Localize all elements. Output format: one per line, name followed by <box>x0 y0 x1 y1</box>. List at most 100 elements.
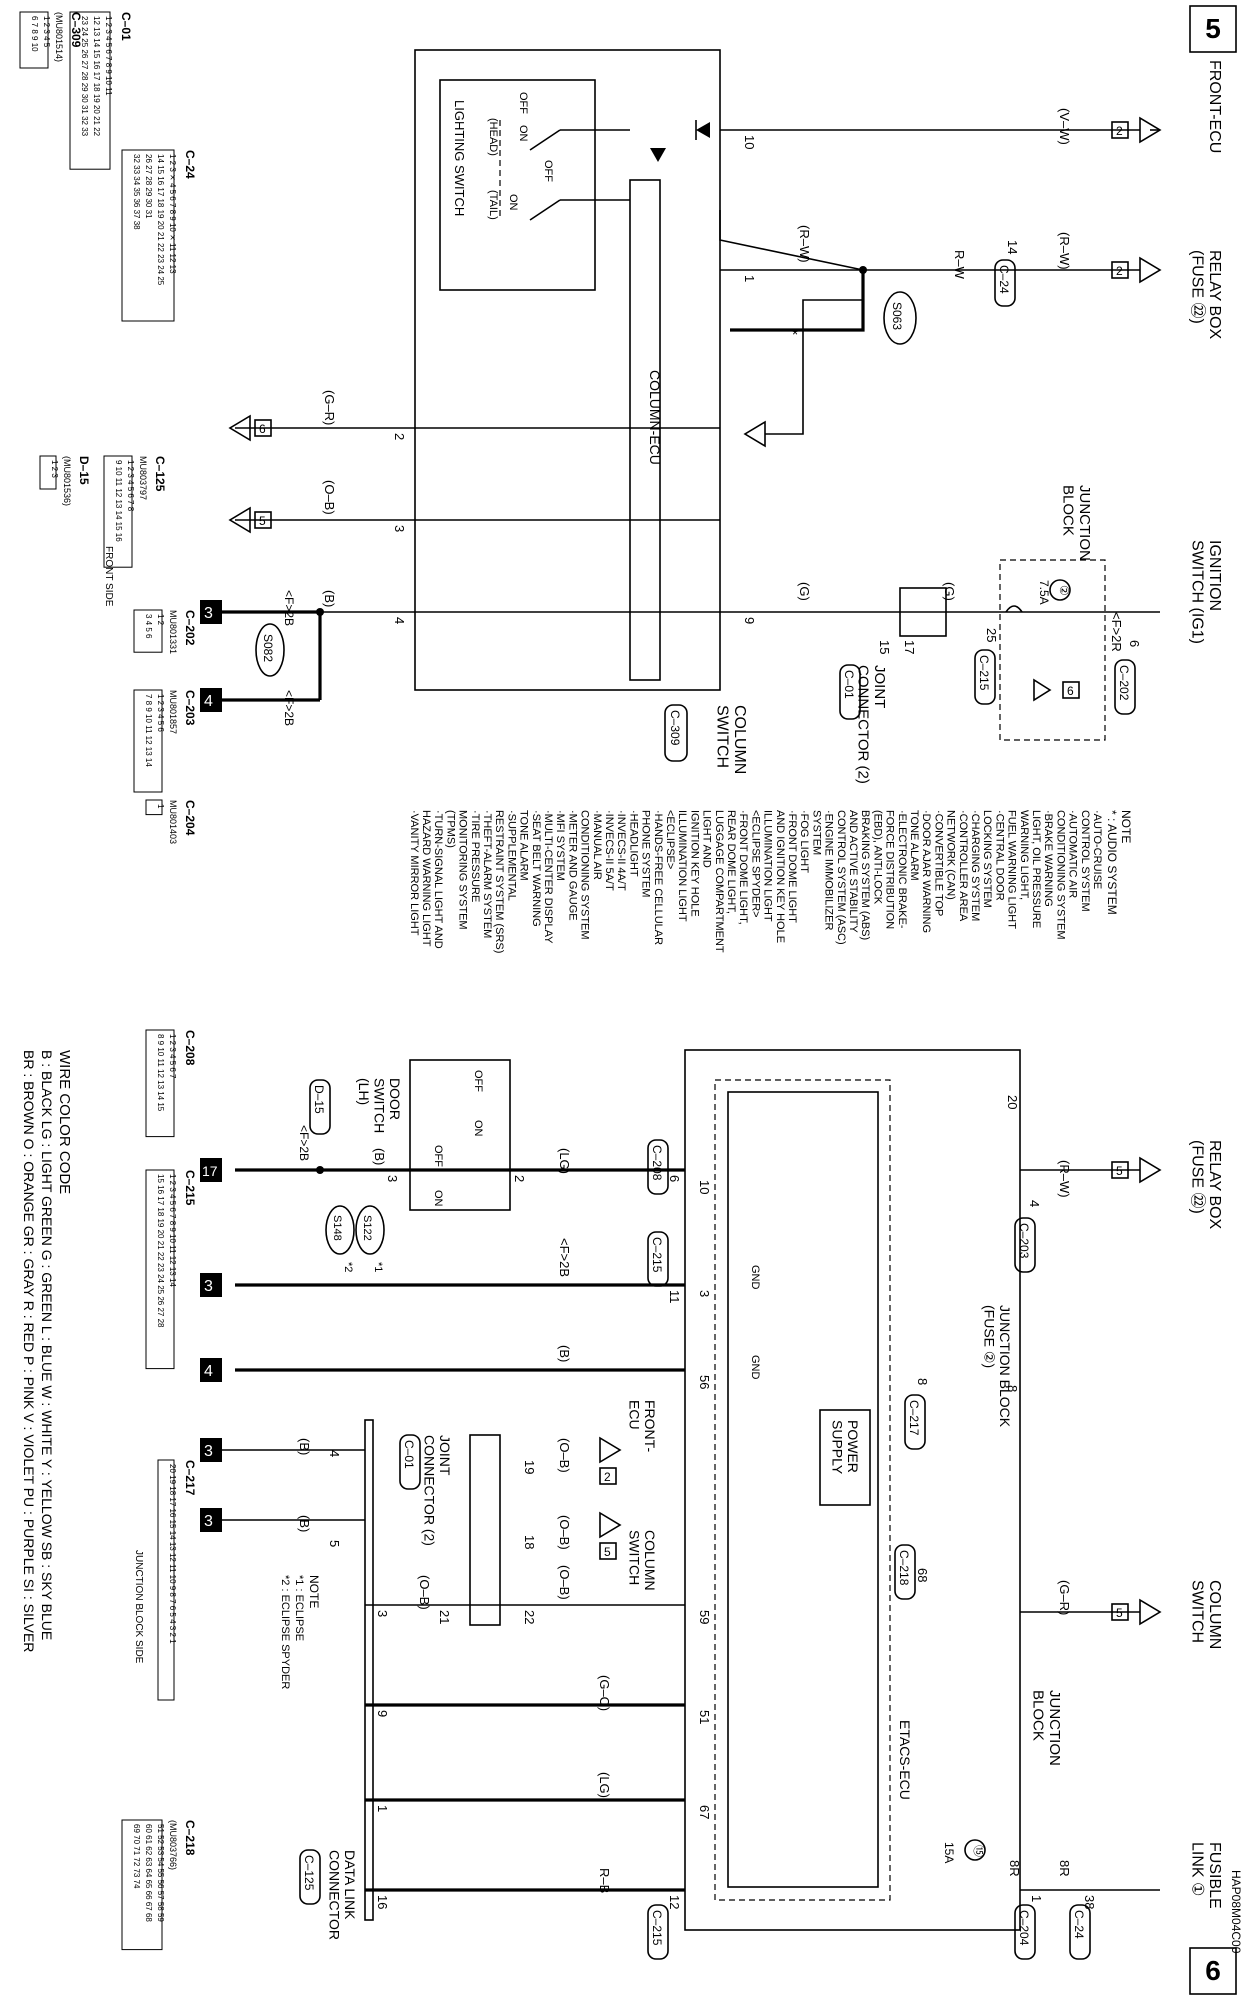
column-switch-bottom-label: COLUMNSWITCH <box>627 1530 658 1591</box>
connector-view: C–241 2 3 ⨯ 4 5 6 7 8 9 10 ⨯ 11 12 1314 … <box>121 149 197 322</box>
note-top-item: AND IGNITION KEY HOLE <box>774 810 786 943</box>
wire-label-8r-top: 8R <box>1057 1860 1072 1877</box>
tag-f2b-1: <F>2B <box>282 590 296 626</box>
col-pin-1: 1 <box>742 275 757 282</box>
pin-4-dlc: 4 <box>327 1450 342 1457</box>
ground-3-c: 3 <box>204 1513 213 1530</box>
lighting-switch-title: LIGHTING SWITCH <box>452 100 467 216</box>
ground-3-top <box>200 600 222 624</box>
pin-56: 56 <box>697 1375 712 1389</box>
note-bottom-title: NOTE <box>307 1575 321 1608</box>
pin-16-dlc: 16 <box>375 1895 390 1909</box>
connector-view-row: 8 9 10 11 12 13 14 15 <box>156 1034 165 1112</box>
note-top-items: ·AUTO-CRUISE CONTROL SYSTEM·AUTOMATIC AI… <box>408 810 1103 953</box>
wire-label-b1: (B) <box>557 1345 572 1362</box>
c217-label: C–217 <box>907 1400 921 1436</box>
wire-label-rw3: (R–W) <box>797 225 812 263</box>
connector-view-part: (MU803766) <box>168 1820 178 1870</box>
connector-view-id: C–218 <box>183 1820 197 1856</box>
door-switch-label: DOORSWITCH(LH) <box>356 1078 403 1133</box>
column-switch-label-bottom: COLUMNSWITCH <box>1188 1580 1223 1649</box>
tag-6a: 6 <box>259 422 266 436</box>
pin-11: 11 <box>667 1290 682 1304</box>
pin-10: 10 <box>697 1180 712 1194</box>
connector-view-id: C–208 <box>183 1030 197 1066</box>
wire-label-8r: 8R <box>1007 1860 1022 1877</box>
connector-view-id: C–215 <box>183 1170 197 1206</box>
c218-pin: 68 <box>915 1568 930 1582</box>
connector-view-row: 60 61 62 63 64 65 66 67 68 <box>144 1824 153 1922</box>
note-top-item: CONTROL SYSTEM (ASC) <box>835 810 847 945</box>
connector-view-row: 3 4 5 6 <box>144 614 153 639</box>
note-top-item: ·MULTI-CENTER DISPLAY <box>542 810 554 944</box>
fusible-link-label: FUSIBLELINK ① <box>1188 1842 1223 1909</box>
c203-label: C–203 <box>1017 1223 1031 1259</box>
c24-label: C–24 <box>997 265 1011 294</box>
note-top-item: ·ELECTRONIC BRAKE- <box>896 810 908 929</box>
note-top-item: LUGGAGE COMPARTMENT <box>713 810 725 953</box>
wire-label-rw-bottom: (R–W) <box>1057 1160 1072 1198</box>
note-top-item: WARNING LIGHT, <box>1018 810 1030 900</box>
ground-17: 17 <box>202 1163 218 1179</box>
connector-view-side: JUNCTION BLOCK SIDE <box>133 1550 144 1664</box>
c24-bottom-label: C–24 <box>1072 1910 1086 1939</box>
splice-s082-label: S082 <box>261 634 275 662</box>
bottom-diagram: RELAY BOX(FUSE ㉒) COLUMNSWITCH FUSIBLELI… <box>200 1049 1223 1960</box>
joint-connector-bottom-label: JOINTCONNECTOR (2) <box>422 1435 453 1546</box>
wire-label-ob2: (O–B) <box>557 1438 572 1473</box>
ls-on-1: ON <box>517 125 529 142</box>
ls-on-2: ON <box>507 194 519 211</box>
junction-fuse-label: JUNCTION BLOCK(FUSE ②) <box>982 1305 1013 1428</box>
connector-view-id: C–24 <box>183 150 197 179</box>
connector-view-id: C–01 <box>119 12 133 41</box>
connector-view-part: (MU801514) <box>54 12 64 62</box>
note-top-item: <ECLIPSE SPYDER> <box>749 810 761 918</box>
note-top-item: ·MFI SYSTEM <box>554 810 566 881</box>
note-top-item: LIGHT, OIL PRESSURE <box>1030 810 1042 928</box>
ground-3-num: 3 <box>204 605 213 622</box>
column-switch-bottom-pin: 5 <box>604 1545 611 1559</box>
splice-star2: *2 <box>342 1262 354 1272</box>
note-top-item: RESTRAINT SYSTEM (SRS) <box>493 810 505 953</box>
connector-view-row: 1 2 3 ⨯ 4 5 6 7 8 9 10 ⨯ 11 12 13 <box>168 154 177 274</box>
audio-star: * <box>792 327 798 344</box>
pin-22: 22 <box>522 1610 537 1624</box>
wire-label-go: (G–O) <box>597 1675 612 1711</box>
note-top-star: * : AUDIO SYSTEM <box>1105 810 1119 915</box>
page-number-box-top <box>1189 5 1237 53</box>
wire-color-line1: B : BLACK LG : LIGHT GREEN G : GREEN L :… <box>39 1050 55 1640</box>
connector-view-row: 69 70 71 72 73 74 <box>132 1824 141 1889</box>
wire-label-ob: (O–B) <box>322 480 337 515</box>
note-top-item: TONE ALARM <box>518 810 530 881</box>
connector-view-row: 9 10 11 12 13 14 15 16 <box>114 460 123 542</box>
etacs-box <box>714 1079 891 1901</box>
column-switch-conn: C–309 <box>668 710 682 746</box>
note-top-item: ·CONVERTIBLE TOP <box>932 810 944 916</box>
connector-view-part: MU803797 <box>138 456 148 500</box>
note-top-item: ·AUTOMATIC AIR <box>1067 810 1079 898</box>
connector-view-row: 26 27 28 29 30 31 <box>144 154 153 219</box>
c218-label: C–218 <box>897 1550 911 1586</box>
jc-pin-15: 15 <box>877 640 892 654</box>
connector-view-part: MU801857 <box>168 690 178 734</box>
note-bottom-line2: *2 : ECLIPSE SPYDER <box>279 1575 291 1689</box>
connector-view: D–15(MU801536)1 2 3 <box>39 455 91 506</box>
pin-3-door: 3 <box>385 1175 400 1182</box>
pin-2-door: 2 <box>512 1175 527 1182</box>
note-top-item: ILLUMINATION LIGHT <box>762 810 774 922</box>
column-ecu-label: COLUMN-ECU <box>647 370 663 465</box>
splice-s063 <box>883 291 917 345</box>
connector-view-row: 23 24 25 26 27 28 29 30 31 32 33 <box>80 16 89 137</box>
splice-s122 <box>355 1205 385 1255</box>
pin-18: 18 <box>522 1535 537 1549</box>
wire-label-lg2: (LG) <box>597 1772 612 1798</box>
pin-21: 21 <box>437 1610 452 1624</box>
column-bottom-pin: 5 <box>1116 1606 1123 1620</box>
note-top-item: FUEL WARNING LIGHT <box>1006 810 1018 929</box>
pin-3-dlc: 3 <box>375 1610 390 1617</box>
connector-view-id: C–202 <box>183 610 197 646</box>
